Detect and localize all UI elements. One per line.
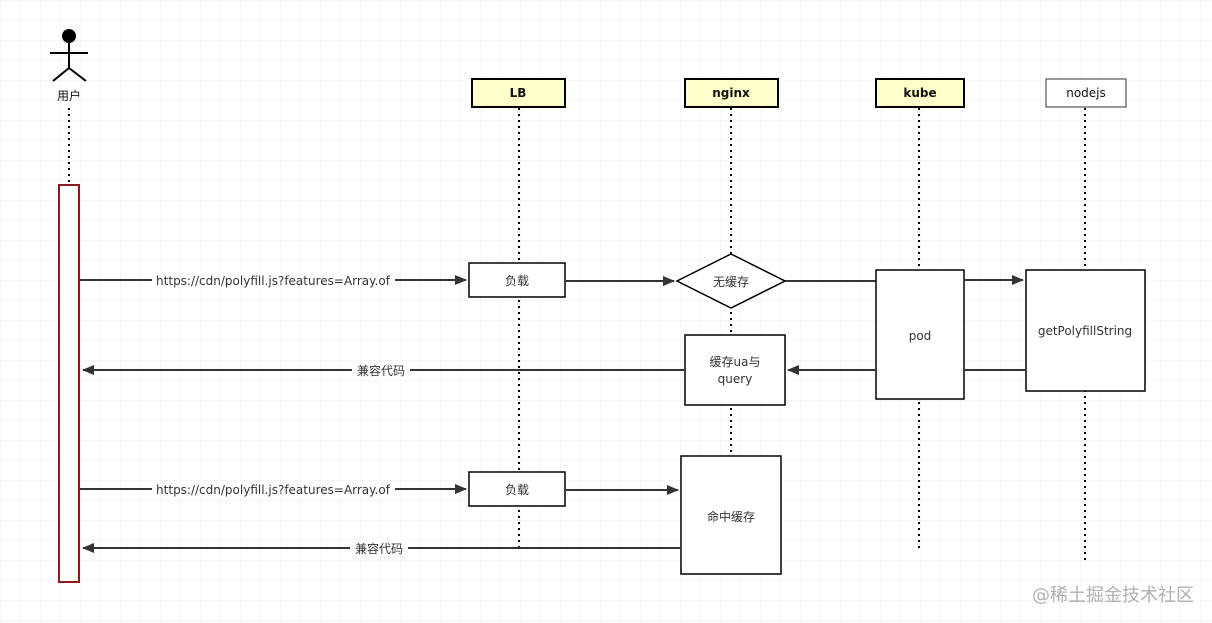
flow1-lb-label: 负载 xyxy=(505,274,529,288)
participant-kube-box xyxy=(875,78,965,108)
watermark: @稀土掘金技术社区 xyxy=(1032,585,1194,606)
participant-lb-box xyxy=(471,78,566,108)
flow1-response-label-bg xyxy=(352,362,410,378)
flow1-cache-label-line2: query xyxy=(718,372,753,386)
participant-kube-label: kube xyxy=(903,86,936,100)
flow1-pod-label: pod xyxy=(909,329,932,343)
participant-kube: kube xyxy=(875,78,965,108)
participant-nodejs-label: nodejs xyxy=(1066,86,1106,100)
actor-head-icon xyxy=(62,29,76,43)
participant-lb: LB xyxy=(471,78,566,108)
flow1-lb-box xyxy=(468,262,566,298)
flow2-lb-label: 负载 xyxy=(505,483,529,497)
participant-nodejs-box xyxy=(1045,78,1127,108)
user-activation-bar xyxy=(58,184,80,583)
flow1-cache-box xyxy=(684,334,786,406)
participant-nginx: nginx xyxy=(684,78,779,108)
participant-lb-label: LB xyxy=(510,86,527,100)
participant-nodejs: nodejs xyxy=(1045,78,1127,108)
flow1-request-label: https://cdn/polyfill.js?features=Array.o… xyxy=(156,274,391,288)
actor-right-leg xyxy=(68,67,87,82)
flow1-cache-label-line1: 缓存ua与 xyxy=(710,355,761,369)
flow2-cache-hit-box xyxy=(680,455,782,575)
flow1-nodejs-box xyxy=(1025,269,1146,392)
actor-left-leg xyxy=(52,67,70,82)
flow1-nodejs-function-label: getPolyfillString xyxy=(1038,324,1132,338)
flow2-request-label: https://cdn/polyfill.js?features=Array.o… xyxy=(156,483,391,497)
flow1-pod-box xyxy=(875,269,965,400)
flow2-cache-hit-label: 命中缓存 xyxy=(707,509,755,524)
flow1-response-label: 兼容代码 xyxy=(357,363,405,378)
flow1-request-label-bg xyxy=(152,272,395,288)
flow2-response-label: 兼容代码 xyxy=(355,541,403,556)
actor-label: 用户 xyxy=(57,88,81,103)
flow1-decision-diamond xyxy=(675,253,787,309)
flow2-request-label-bg xyxy=(152,481,395,497)
flow1-decision-label: 无缓存 xyxy=(713,275,749,289)
flow2-response-label-bg xyxy=(350,540,408,556)
participant-nginx-label: nginx xyxy=(712,86,750,100)
flow2-lb-box xyxy=(468,471,566,507)
actor-user: 用户 xyxy=(50,29,88,103)
participant-nginx-box xyxy=(684,78,779,108)
